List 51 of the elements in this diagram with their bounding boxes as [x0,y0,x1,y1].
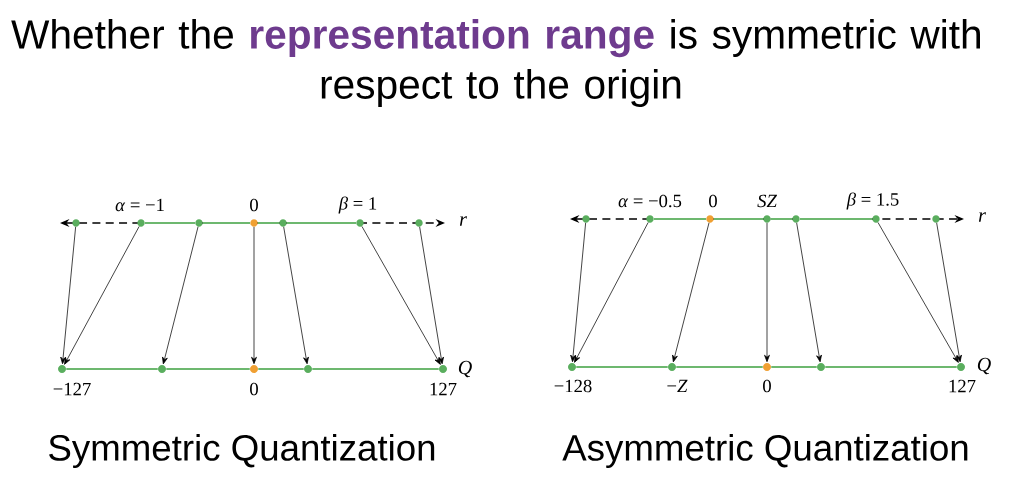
value-label: SZ [757,194,777,208]
arrow [574,222,649,363]
line-segment [712,218,765,220]
line-segment [770,366,818,368]
arrow [419,226,444,365]
line-segment [257,368,305,370]
caption: Symmetric Quantization [49,433,435,469]
value-label: 0 [250,382,258,396]
title: Whether the representation range is symmetric with respect to the origin [11,19,980,107]
value-label: 127 [949,379,976,393]
value-label: −128 [554,379,592,393]
line-segment [143,222,197,224]
line-segment [201,222,252,224]
value-label: β = 1 [338,196,377,214]
line-segment [285,222,358,224]
line-segment [652,218,708,220]
arrow [60,226,76,365]
value-label: 127 [430,382,457,396]
arrow [283,226,309,365]
arrow [570,222,586,363]
arrow [361,226,441,365]
line-segment [65,368,159,370]
value-label: 0 [709,194,717,208]
value-label: 0 [763,379,771,393]
value-label: α = −0.5 [618,194,682,208]
arrow [764,222,770,363]
value-label: 0 [250,198,258,212]
value-label: −127 [53,382,91,396]
axis-label: r [978,212,986,222]
line-segment [165,368,251,370]
value-label: −Z [667,379,688,393]
arrow [936,222,962,363]
value-label: α = −1 [115,198,164,212]
line-segment [256,222,281,224]
line-segment [575,366,669,368]
arrow [251,226,257,365]
axis-label: Q [458,360,472,378]
caption: Asymmetric Quantization [562,433,968,469]
line-segment [769,218,794,220]
line-segment [824,366,958,368]
value-label: β = 1.5 [846,192,899,210]
line-segment [798,218,874,220]
arrow [796,222,822,363]
arrow [672,222,710,363]
arrow [162,226,199,365]
arrow [877,222,959,363]
axis-label: r [459,216,467,226]
arrow [64,226,140,365]
axis-label: Q [977,357,991,375]
line-segment [311,368,440,370]
line-segment [675,366,764,368]
